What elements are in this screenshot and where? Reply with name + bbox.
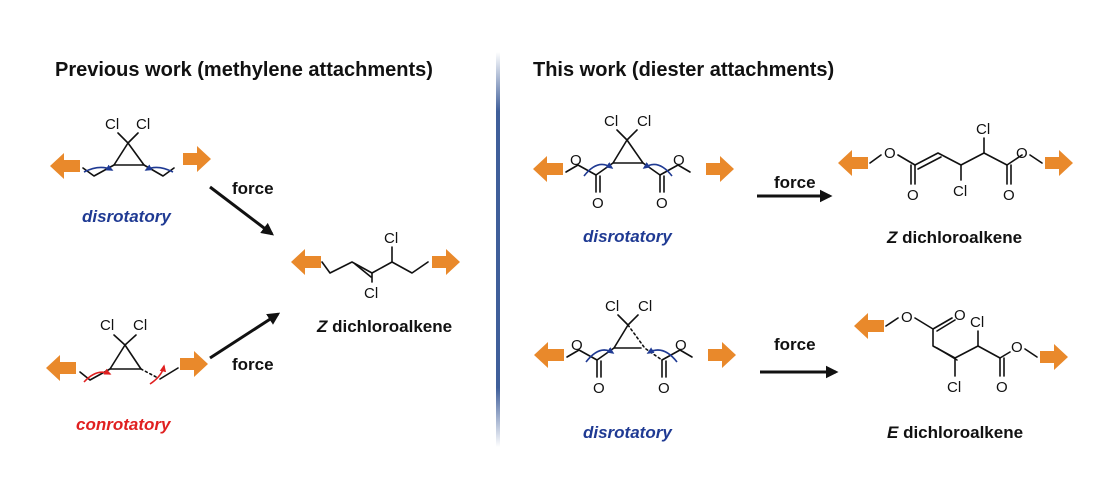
rotation-arrow-icon xyxy=(83,164,114,173)
oxygen-label: O xyxy=(954,307,966,324)
section-divider xyxy=(496,52,500,447)
chlorine-label: Cl xyxy=(953,183,967,200)
oxygen-label: O xyxy=(907,187,919,204)
oxygen-label: O xyxy=(656,195,668,212)
e-dichloroalkene-diester-product: O O Cl Cl O O xyxy=(854,307,1068,396)
rotation-arrow-icon xyxy=(642,162,673,177)
force-label: force xyxy=(774,173,816,192)
oxygen-label: O xyxy=(1003,187,1015,204)
diester-cyclopropane-bottom: Cl Cl O O O O xyxy=(534,298,736,397)
rotation-arrow-icon xyxy=(144,164,174,173)
diester-cyclopropane-top: Cl Cl O O O O xyxy=(533,113,734,212)
chlorine-label: Cl xyxy=(604,113,618,130)
reaction-arrow-icon xyxy=(209,312,281,360)
force-label: force xyxy=(774,335,816,354)
rotation-arrow-icon xyxy=(83,368,112,383)
pull-arrow-icon xyxy=(854,313,884,339)
rotation-arrow-icon xyxy=(583,162,614,177)
force-label: force xyxy=(232,355,274,374)
oxygen-label: O xyxy=(1016,145,1028,162)
pull-arrow-icon xyxy=(706,156,734,182)
rotation-arrow-icon xyxy=(149,364,167,385)
pull-arrow-icon xyxy=(180,351,208,377)
disrotatory-label: disrotatory xyxy=(583,227,673,246)
chlorine-label: Cl xyxy=(605,298,619,315)
disrotatory-label: disrotatory xyxy=(82,207,172,226)
rotation-arrow-icon xyxy=(585,347,615,363)
e-dichloroalkene-label: E dichloroalkene xyxy=(887,423,1023,442)
chlorine-label: Cl xyxy=(637,113,651,130)
z-dichloroalkene-diester-product: O O Cl Cl O O xyxy=(838,121,1073,204)
disrotatory-label: disrotatory xyxy=(583,423,673,442)
chlorine-label: Cl xyxy=(364,285,378,302)
rotation-arrow-icon xyxy=(646,347,678,363)
chlorine-label: Cl xyxy=(638,298,652,315)
force-label: force xyxy=(232,179,274,198)
chlorine-label: Cl xyxy=(105,116,119,133)
pull-arrow-icon xyxy=(533,156,563,182)
chlorine-label: Cl xyxy=(136,116,150,133)
z-dichloroalkene-label: Z dichloroalkene xyxy=(316,317,452,336)
oxygen-label: O xyxy=(675,337,687,354)
chlorine-label: Cl xyxy=(947,379,961,396)
oxygen-label: O xyxy=(658,380,670,397)
pull-arrow-icon xyxy=(291,249,321,275)
this-work-heading: This work (diester attachments) xyxy=(533,59,834,81)
oxygen-label: O xyxy=(901,309,913,326)
pull-arrow-icon xyxy=(432,249,460,275)
oxygen-label: O xyxy=(571,337,583,354)
pull-arrow-icon xyxy=(838,150,868,176)
oxygen-label: O xyxy=(570,152,582,169)
z-dichloroalkene-methylene-product: Cl Cl xyxy=(291,230,460,302)
oxygen-label: O xyxy=(593,380,605,397)
pull-arrow-icon xyxy=(183,146,211,172)
chlorine-label: Cl xyxy=(100,317,114,334)
previous-work-heading: Previous work (methylene attachments) xyxy=(55,59,433,81)
pull-arrow-icon xyxy=(1040,344,1068,370)
chlorine-label: Cl xyxy=(976,121,990,138)
pull-arrow-icon xyxy=(534,342,564,368)
oxygen-label: O xyxy=(996,379,1008,396)
z-dichloroalkene-label: Z dichloroalkene xyxy=(886,228,1022,247)
pull-arrow-icon xyxy=(1045,150,1073,176)
conrotatory-label: conrotatory xyxy=(76,415,172,434)
methylene-cyclopropane-disrotatory: Cl Cl xyxy=(50,116,211,179)
reaction-arrow-icon xyxy=(209,185,275,236)
oxygen-label: O xyxy=(884,145,896,162)
oxygen-label: O xyxy=(592,195,604,212)
chlorine-label: Cl xyxy=(970,314,984,331)
oxygen-label: O xyxy=(1011,339,1023,356)
pull-arrow-icon xyxy=(50,153,80,179)
chlorine-label: Cl xyxy=(384,230,398,247)
pull-arrow-icon xyxy=(46,355,76,381)
chlorine-label: Cl xyxy=(133,317,147,334)
methylene-cyclopropane-conrotatory: Cl Cl xyxy=(46,317,208,385)
oxygen-label: O xyxy=(673,152,685,169)
pull-arrow-icon xyxy=(708,342,736,368)
